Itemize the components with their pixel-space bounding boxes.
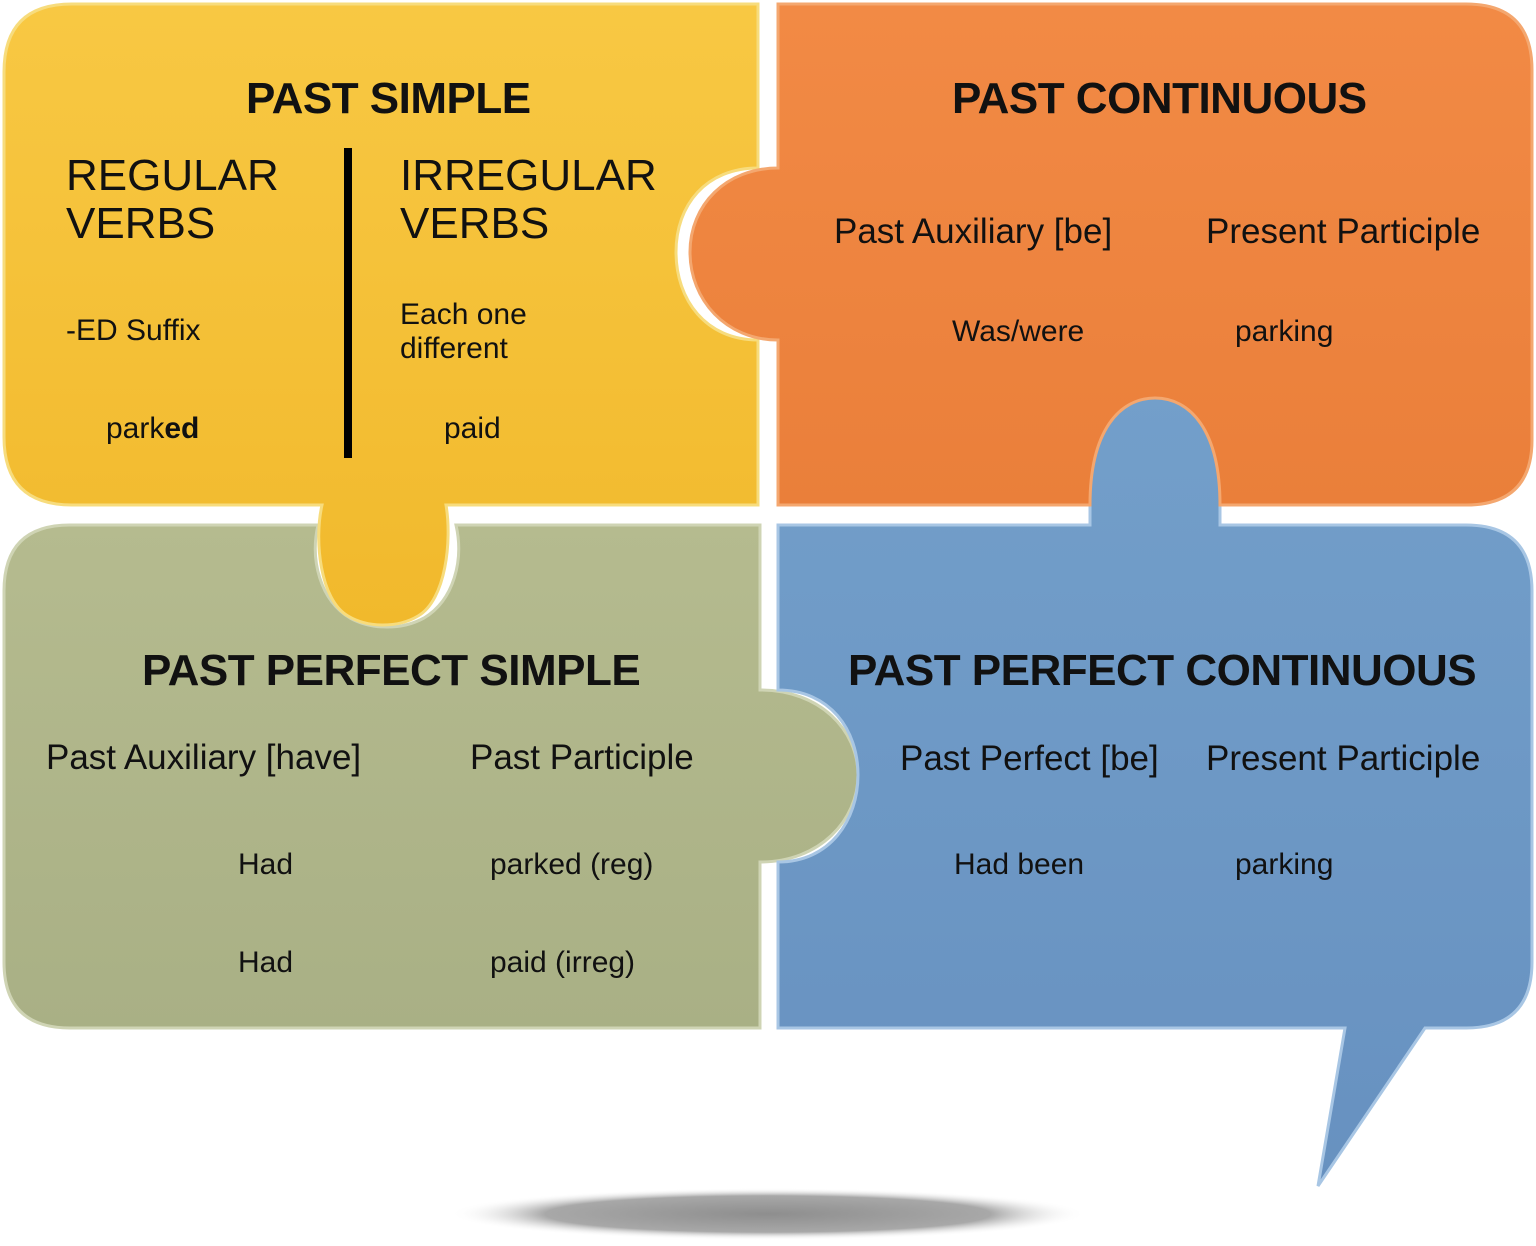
regular-example-stem: park xyxy=(106,412,165,445)
past-continuous-piece xyxy=(688,2,1534,507)
regular-verbs-heading-line1: REGULAR xyxy=(66,151,279,200)
past-perfect-continuous-piece xyxy=(776,390,1534,1187)
irregular-rule-line1: Each one xyxy=(400,298,527,331)
past-continuous-col1-header: Past Auxiliary [be] xyxy=(834,212,1113,251)
past-perfect-continuous-col1-header: Past Perfect [be] xyxy=(900,739,1159,778)
past-perfect-simple-row2-aux: Had xyxy=(238,946,294,979)
past-perfect-continuous-col2-value: parking xyxy=(1235,848,1334,881)
irregular-verbs-heading-line1: IRREGULAR xyxy=(400,151,657,200)
past-perfect-simple-row2-participle: paid (irreg) xyxy=(490,946,636,979)
past-perfect-simple-row1-aux: Had xyxy=(238,848,294,881)
regular-irregular-divider xyxy=(344,148,352,458)
past-perfect-continuous-col2-header: Present Participle xyxy=(1206,739,1481,778)
past-continuous-title: PAST CONTINUOUS xyxy=(952,74,1367,123)
past-perfect-continuous-col1-value: Had been xyxy=(954,848,1085,881)
regular-verbs-heading-line2: VERBS xyxy=(66,199,216,248)
regular-example: parked xyxy=(106,412,199,447)
past-perfect-simple-col1-header: Past Auxiliary [have] xyxy=(46,738,362,777)
regular-rule: -ED Suffix xyxy=(66,314,201,347)
past-simple-piece xyxy=(2,2,760,627)
irregular-verbs-heading-line2: VERBS xyxy=(400,199,550,248)
past-simple-title: PAST SIMPLE xyxy=(246,74,531,123)
past-continuous-col1-value: Was/were xyxy=(952,315,1085,348)
past-perfect-simple-title: PAST PERFECT SIMPLE xyxy=(142,646,641,695)
irregular-rule-line2: different xyxy=(400,332,508,365)
past-perfect-simple-col2-header: Past Participle xyxy=(470,738,694,777)
past-continuous-col2-value: parking xyxy=(1235,315,1334,348)
irregular-example: paid xyxy=(444,412,501,445)
regular-example-suffix: ed xyxy=(164,412,200,445)
past-continuous-col2-header: Present Participle xyxy=(1206,212,1481,251)
past-perfect-simple-row1-participle: parked (reg) xyxy=(490,848,654,881)
floor-shadow xyxy=(450,1188,1086,1240)
past-perfect-continuous-title: PAST PERFECT CONTINUOUS xyxy=(848,646,1477,695)
